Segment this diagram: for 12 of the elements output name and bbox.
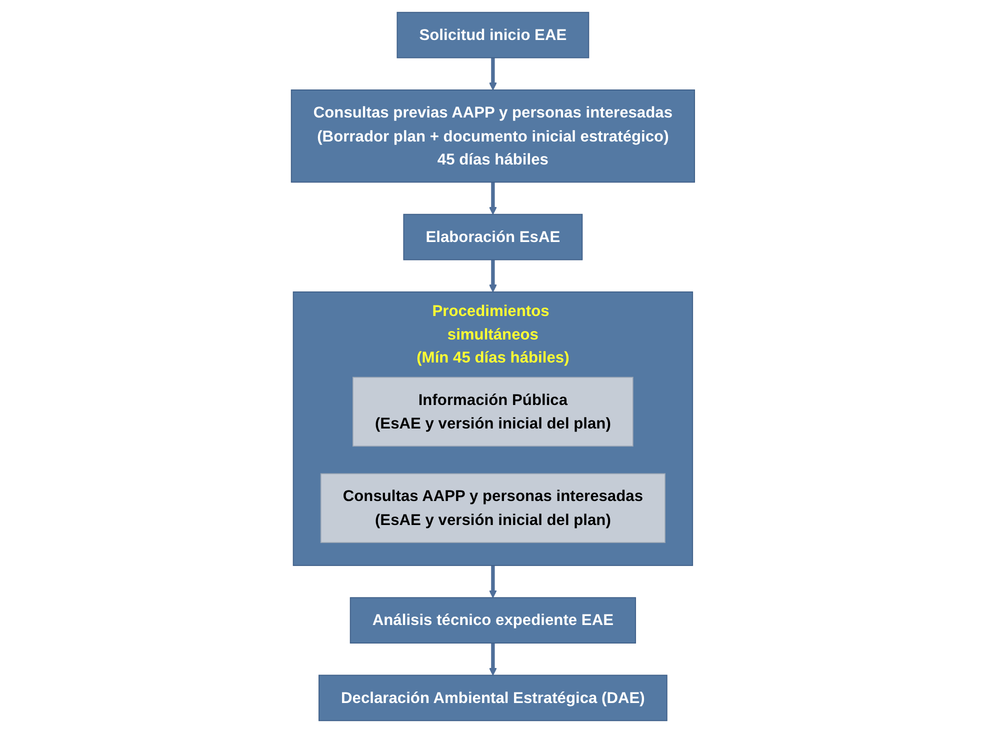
node-box: Consultas previas AAPP y personas interesadas (Borrador plan + documento inicial estratégico) 45 días hábiles [290,89,695,183]
arrow [488,566,497,598]
arrow [488,260,497,292]
node-box: Información Pública (EsAE y versión inicial del plan) [352,376,633,447]
arrow [488,182,497,215]
node-box: Consultas AAPP y personas interesadas (EsAE y versión inicial del plan) [320,473,666,543]
node-box: Solicitud inicio EAE [396,12,589,58]
node-box: Elaboración EsAE [402,214,582,260]
arrow [488,643,497,676]
node-box: Declaración Ambiental Estratégica (DAE) [318,674,667,722]
arrow [488,58,497,90]
node-box: Análisis técnico expediente EAE [349,597,636,644]
